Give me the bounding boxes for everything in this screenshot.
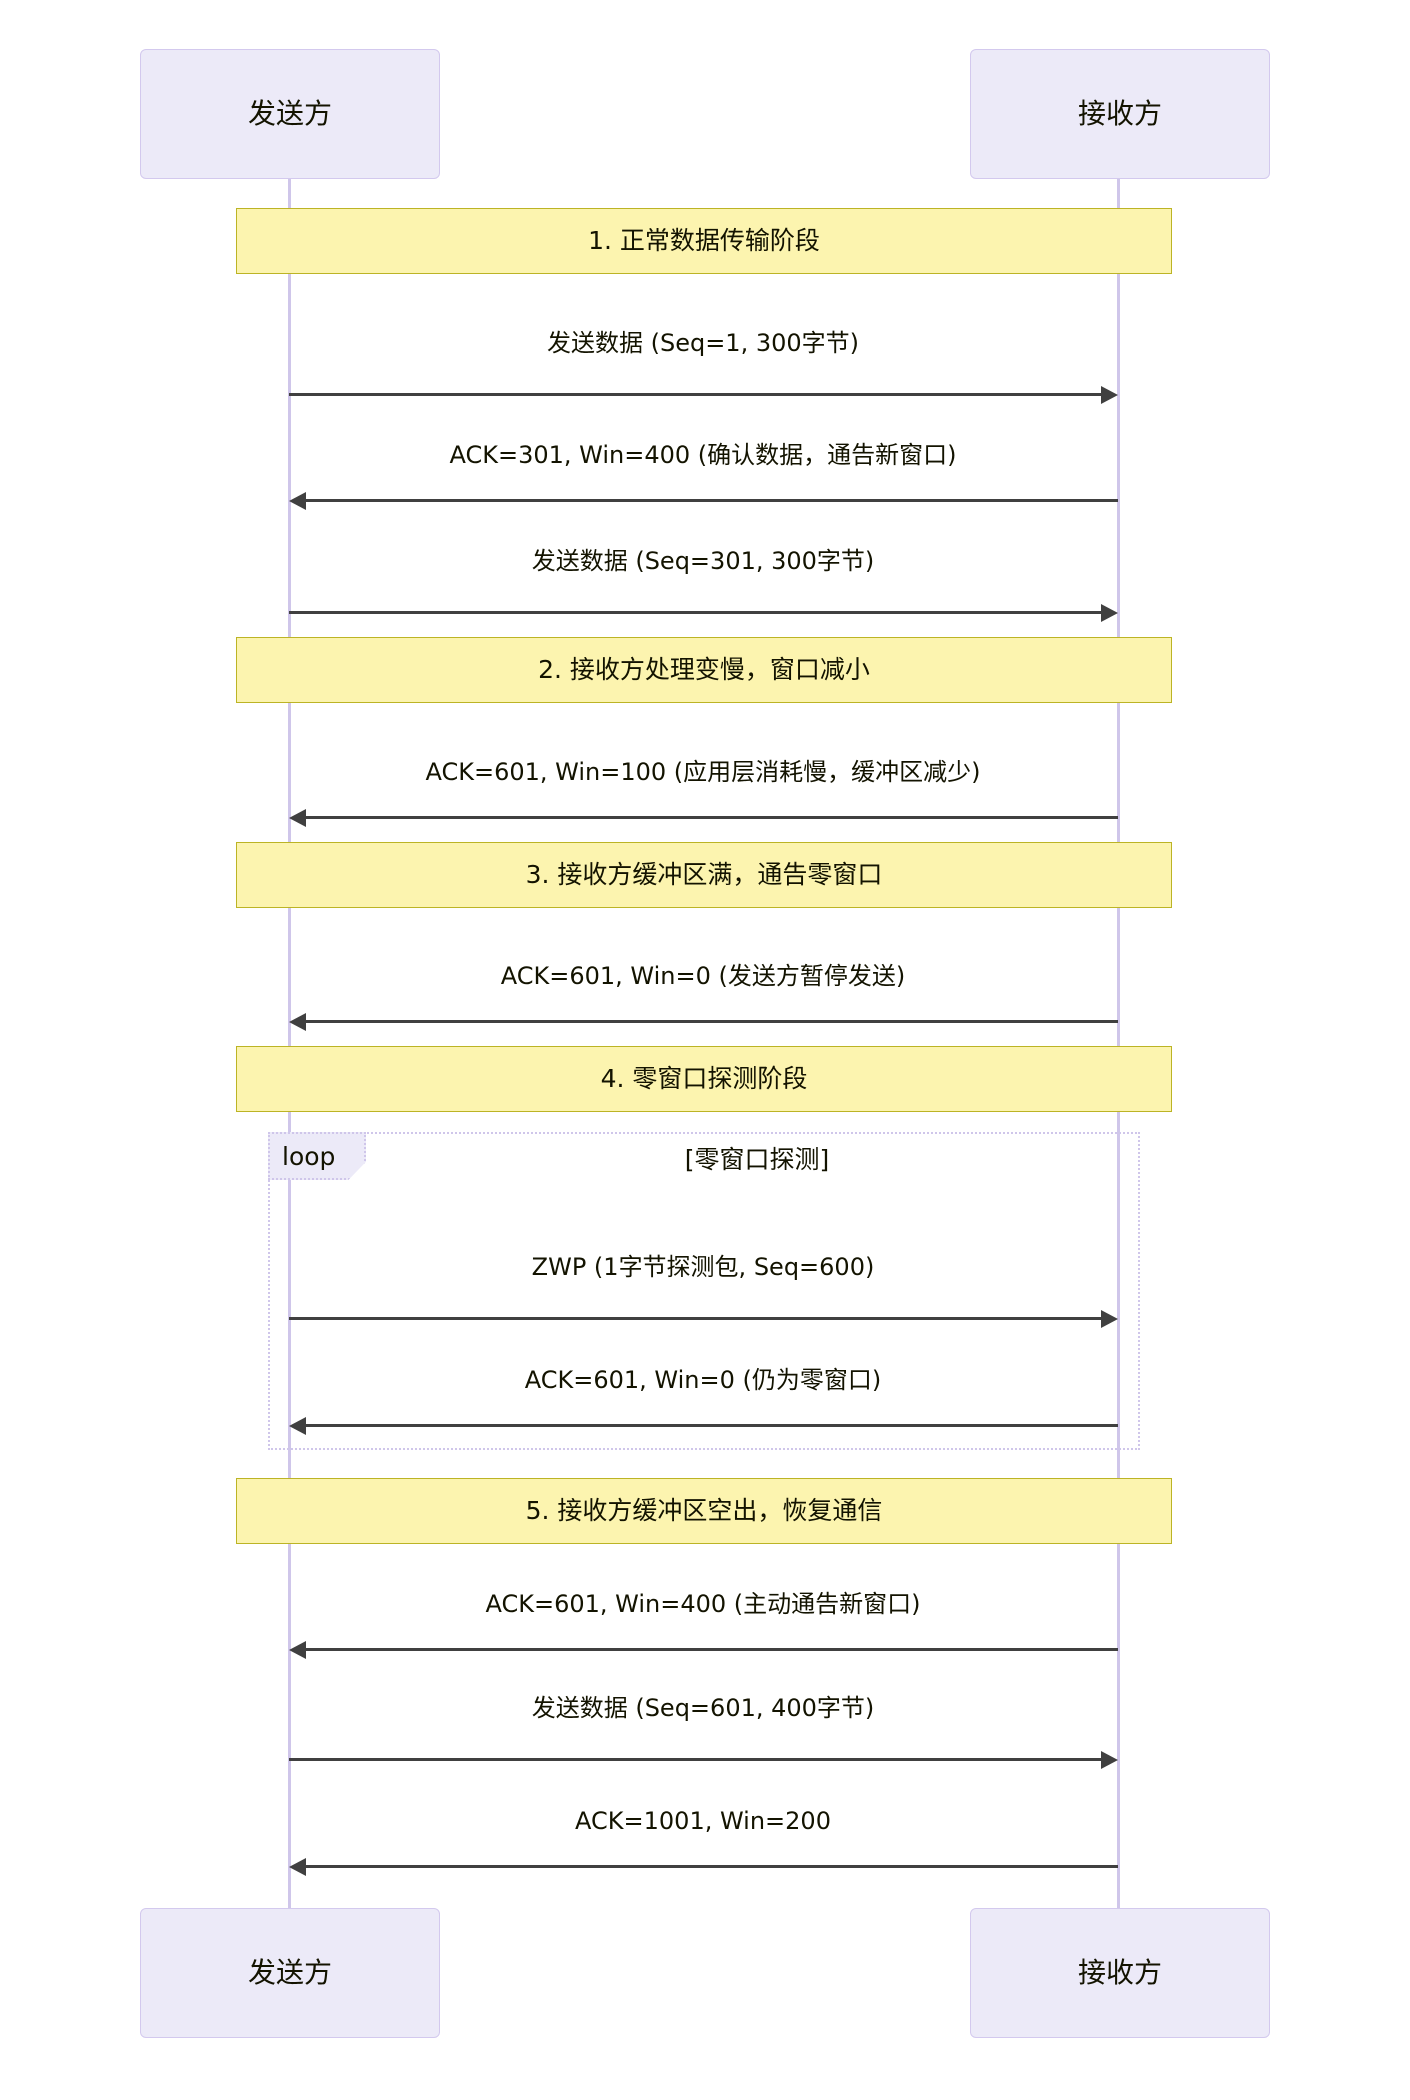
note-label: 1. 正常数据传输阶段	[588, 226, 820, 255]
message-label-m8: ACK=601, Win=400 (主动通告新窗口)	[485, 1590, 921, 1618]
participant-receiver-bottom[interactable]: 接收方	[970, 1908, 1270, 2038]
message-line-m10	[306, 1865, 1118, 1868]
note-label: 4. 零窗口探测阶段	[600, 1064, 808, 1093]
participant-label: 接收方	[1077, 1956, 1162, 1989]
loop-tab: loop	[268, 1132, 366, 1180]
message-arrowhead-m3	[1101, 604, 1118, 622]
message-label-m6: ZWP (1字节探测包, Seq=600)	[531, 1253, 875, 1281]
participant-label: 发送方	[247, 97, 332, 130]
message-line-m9	[289, 1758, 1101, 1761]
note-label: 3. 接收方缓冲区满，通告零窗口	[525, 860, 883, 889]
note-5: 5. 接收方缓冲区空出，恢复通信	[236, 1478, 1172, 1544]
message-arrowhead-m7	[289, 1417, 306, 1435]
participant-sender-bottom[interactable]: 发送方	[140, 1908, 440, 2038]
loop-block	[268, 1132, 1140, 1450]
message-arrowhead-m9	[1101, 1751, 1118, 1769]
message-line-m3	[289, 611, 1101, 614]
message-line-m6	[289, 1317, 1101, 1320]
message-arrowhead-m1	[1101, 386, 1118, 404]
loop-keyword: loop	[282, 1141, 336, 1171]
message-label-m4: ACK=601, Win=100 (应用层消耗慢，缓冲区减少)	[425, 758, 981, 786]
note-label: 2. 接收方处理变慢，窗口减小	[538, 655, 870, 684]
message-label-m1: 发送数据 (Seq=1, 300字节)	[546, 329, 860, 357]
note-1: 1. 正常数据传输阶段	[236, 208, 1172, 274]
message-arrowhead-m5	[289, 1013, 306, 1031]
participant-label: 接收方	[1077, 97, 1162, 130]
message-arrowhead-m10	[289, 1858, 306, 1876]
note-4: 4. 零窗口探测阶段	[236, 1046, 1172, 1112]
note-2: 2. 接收方处理变慢，窗口减小	[236, 637, 1172, 703]
participant-sender-top[interactable]: 发送方	[140, 49, 440, 179]
note-3: 3. 接收方缓冲区满，通告零窗口	[236, 842, 1172, 908]
loop-condition: [零窗口探测]	[684, 1145, 830, 1174]
message-label-m7: ACK=601, Win=0 (仍为零窗口)	[524, 1366, 882, 1394]
message-arrowhead-m2	[289, 492, 306, 510]
message-line-m7	[306, 1424, 1118, 1427]
message-arrowhead-m4	[289, 809, 306, 827]
message-line-m1	[289, 393, 1101, 396]
lifeline-sender	[288, 178, 291, 1908]
message-label-m2: ACK=301, Win=400 (确认数据，通告新窗口)	[449, 441, 957, 469]
message-line-m5	[306, 1020, 1118, 1023]
participant-label: 发送方	[247, 1956, 332, 1989]
message-line-m4	[306, 816, 1118, 819]
message-arrowhead-m6	[1101, 1310, 1118, 1328]
message-label-m3: 发送数据 (Seq=301, 300字节)	[531, 547, 875, 575]
note-label: 5. 接收方缓冲区空出，恢复通信	[525, 1496, 883, 1525]
message-arrowhead-m8	[289, 1641, 306, 1659]
message-line-m2	[306, 499, 1118, 502]
message-line-m8	[306, 1648, 1118, 1651]
lifeline-receiver	[1117, 178, 1120, 1908]
participant-receiver-top[interactable]: 接收方	[970, 49, 1270, 179]
message-label-m5: ACK=601, Win=0 (发送方暂停发送)	[500, 962, 906, 990]
message-label-m10: ACK=1001, Win=200	[575, 1807, 831, 1835]
message-label-m9: 发送数据 (Seq=601, 400字节)	[531, 1694, 875, 1722]
